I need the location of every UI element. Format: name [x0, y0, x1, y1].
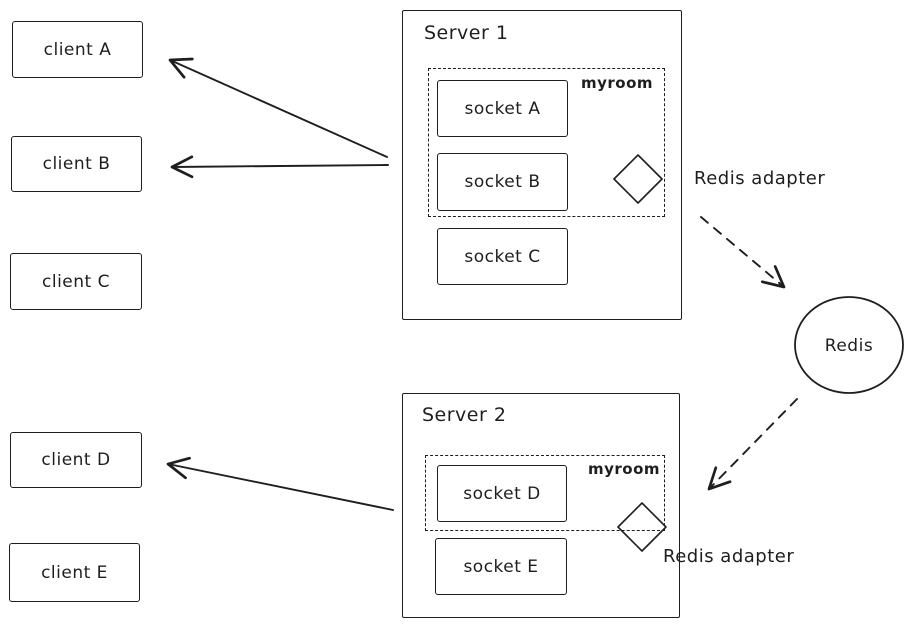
client-d-label: client D: [41, 450, 111, 470]
redis-node-label: Redis: [824, 335, 874, 356]
socket-c-label: socket C: [464, 246, 541, 267]
server-2-redis-adapter-label: Redis adapter: [663, 546, 795, 567]
client-b-box: client B: [11, 136, 142, 192]
socket-e-label: socket E: [463, 556, 539, 577]
server-2-myroom-label: myroom: [588, 460, 661, 478]
client-d-box: client D: [10, 432, 142, 488]
client-a-box: client A: [12, 21, 143, 78]
client-b-label: client B: [42, 154, 111, 174]
server-1-title: Server 1: [424, 22, 509, 44]
arrow-server2-to-client-d: [166, 456, 394, 511]
client-a-label: client A: [43, 39, 112, 60]
socket-b-label: socket B: [464, 172, 541, 192]
socket-d-label: socket D: [463, 483, 541, 504]
socket-a-box: socket A: [437, 80, 568, 137]
client-e-box: client E: [9, 543, 140, 602]
arrow-redis-to-server2-adapter: [707, 398, 798, 491]
socket-c-box: socket C: [437, 228, 568, 285]
arrow-server1-adapter-to-redis: [700, 216, 786, 289]
arrow-server1-to-client-b: [170, 155, 389, 179]
socket-b-box: socket B: [437, 153, 568, 211]
client-e-label: client E: [41, 562, 108, 583]
client-c-box: client C: [10, 253, 142, 310]
socket-e-box: socket E: [435, 538, 567, 595]
server-1-redis-adapter-label: Redis adapter: [694, 168, 826, 189]
socket-d-box: socket D: [437, 465, 567, 522]
server-1-myroom-box: [428, 68, 665, 217]
server-2-myroom-box: [425, 455, 665, 531]
client-c-label: client C: [42, 271, 110, 292]
server-1-myroom-label: myroom: [581, 74, 654, 92]
socket-a-label: socket A: [464, 98, 541, 119]
arrow-server1-to-client-a: [168, 57, 388, 158]
server-2-title: Server 2: [422, 404, 507, 426]
